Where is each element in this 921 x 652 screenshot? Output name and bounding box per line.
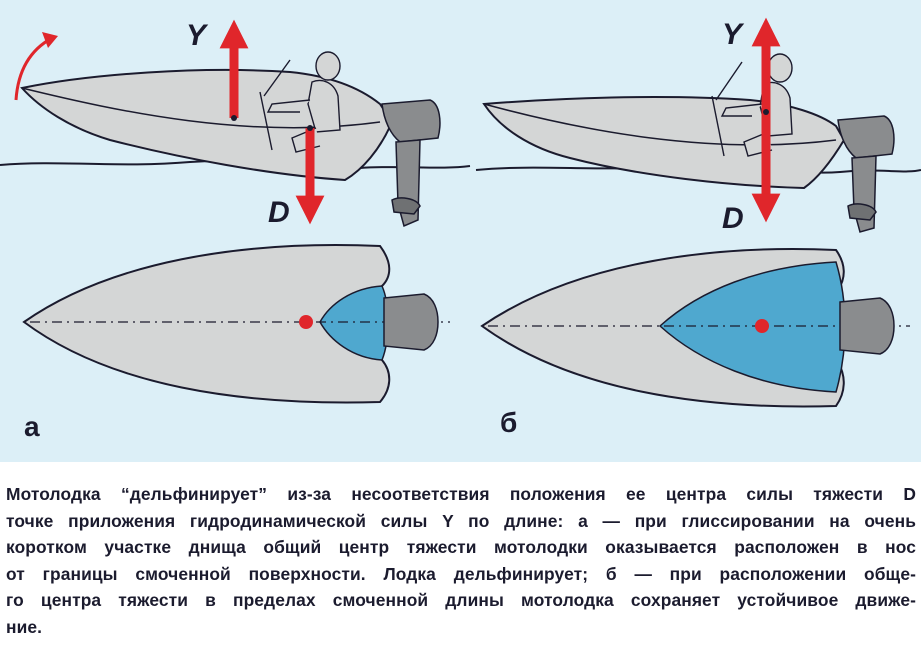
force-label-d-b: D	[722, 202, 744, 235]
panel-a-side-view: Y D	[0, 19, 471, 229]
center-point-d-a	[307, 125, 313, 131]
boat-hull-a	[20, 68, 394, 182]
figure-illustration: Y D а	[0, 0, 921, 462]
center-point-y-a	[231, 115, 237, 121]
motor-plan-a	[383, 293, 439, 351]
panel-a-top-view: а	[22, 244, 450, 442]
panel-b-side-view: Y D	[475, 17, 921, 235]
boat-deck-line-b	[483, 103, 837, 146]
center-of-gravity-a	[299, 315, 313, 329]
caption-line: точке приложения гидродинамической силы …	[6, 510, 916, 531]
panel-b-top-view: б	[480, 248, 910, 438]
outboard-motor-b	[837, 115, 895, 233]
boat-diagram: Y D а	[0, 17, 921, 442]
force-label-d-a: D	[268, 196, 290, 229]
force-label-y-b: Y	[722, 18, 745, 51]
motor-plan-b	[839, 297, 895, 355]
caption-line: го центра тяжести в пределах смоченной д…	[6, 590, 916, 610]
caption-line: от границы смоченной поверхности. Лодка …	[6, 563, 916, 584]
caption-line: коротком участке днища общий центр тяжес…	[6, 537, 916, 557]
outboard-motor-a	[381, 99, 441, 228]
center-of-gravity-b	[755, 319, 769, 333]
caption-line: ние.	[6, 616, 43, 637]
panel-label-b: б	[500, 407, 517, 438]
rotation-arrowhead	[42, 32, 58, 48]
caption-line: Мотолодка “дельфинирует” из-за несоответ…	[6, 484, 916, 504]
figure-caption: Мотолодка “дельфинирует” из-за несоответ…	[6, 481, 916, 640]
force-label-y-a: Y	[186, 19, 209, 52]
panel-label-a: а	[24, 411, 40, 442]
center-point-b	[763, 109, 769, 115]
boat-hull-b	[482, 96, 846, 190]
